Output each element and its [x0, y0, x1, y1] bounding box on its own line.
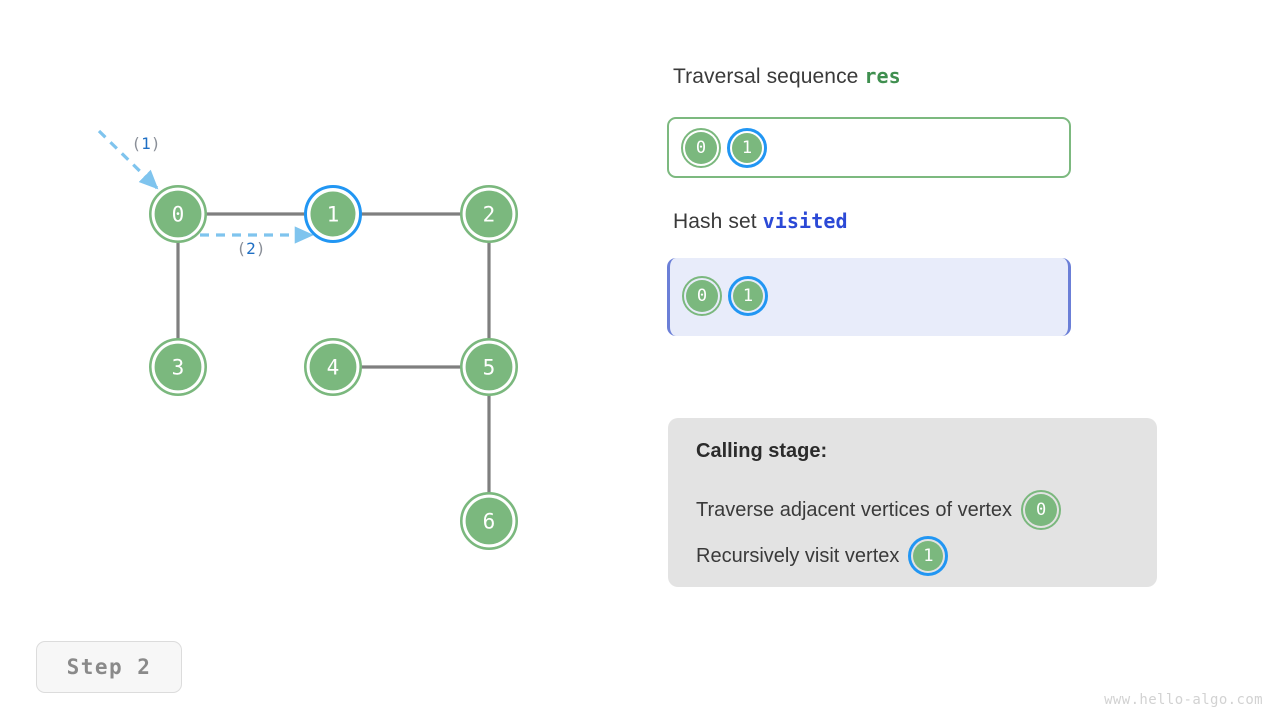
vertex-chip-0: 0	[682, 276, 722, 316]
watermark: www.hello-algo.com	[1104, 692, 1263, 708]
graph-vertex-4[interactable]: 4	[303, 337, 362, 396]
vertex-label: 1	[327, 203, 340, 227]
annotation-arrow-1: (1)	[132, 134, 161, 153]
chip-disc	[686, 280, 718, 312]
chip-ring	[908, 536, 949, 576]
hash-set-title-text: Hash set	[673, 210, 757, 233]
vertex-label: 0	[172, 203, 185, 227]
chip-label: 0	[695, 137, 707, 158]
vertex-gap-ring	[151, 187, 205, 241]
vertex-gap-ring	[462, 187, 516, 241]
vertex-label: 2	[483, 203, 496, 227]
vertex-outer-ring	[459, 337, 518, 396]
chip-disc	[685, 132, 717, 164]
calling-stage-line-1-text: Traverse adjacent vertices of vertex	[696, 498, 1013, 521]
graph-vertex-1[interactable]: 1	[304, 185, 362, 243]
calling-stage-card: Calling stage: Traverse adjacent vertice…	[668, 418, 1157, 587]
chip-ring	[1021, 490, 1062, 530]
vertex-gap-ring	[306, 340, 360, 394]
traversal-sequence-title: Traversal sequence res	[673, 64, 901, 89]
graph-canvas: 0 1 2 3 4 5 6 (1) (2)	[97, 129, 518, 550]
calling-stage-line-2: Recursively visit vertex 1	[696, 536, 949, 576]
chip-disc	[1025, 494, 1058, 526]
vertex-disc	[309, 343, 357, 391]
chip-label: 0	[696, 285, 708, 306]
vertex-gap-ring	[462, 340, 516, 394]
vertex-highlight-ring	[304, 185, 362, 243]
graph-edges	[176, 212, 491, 494]
hash-set-title: Hash set visited	[673, 209, 848, 234]
graph-vertex-6[interactable]: 6	[459, 491, 518, 550]
step-badge-label: Step 2	[66, 655, 152, 679]
calling-stage-vertex-chip-0: 0	[1021, 490, 1062, 530]
vertex-chip-0: 0	[681, 128, 721, 168]
calling-stage-vertex-chip-1: 1	[908, 536, 949, 576]
chip-label: 1	[742, 285, 754, 306]
vertex-outer-ring	[459, 491, 518, 550]
chip-disc	[913, 541, 944, 571]
graph-vertices: 0 1 2 3 4 5 6	[149, 185, 518, 550]
vertex-gap-ring	[151, 340, 205, 394]
vertex-disc	[465, 190, 513, 238]
vertex-disc	[154, 343, 202, 391]
graph-panel: 0 1 2 3 4 5 6 (1) (2)	[0, 0, 640, 620]
vertex-label: 6	[483, 510, 496, 534]
vertex-disc	[465, 497, 513, 545]
chip-disc	[733, 281, 763, 311]
chip-label: 1	[741, 137, 753, 158]
visited-code-token: visited	[762, 209, 848, 233]
vertex-gap-ring	[307, 188, 359, 240]
calling-stage-line-2-text: Recursively visit vertex	[696, 544, 900, 567]
annotation-arrow-2: (2)	[237, 239, 266, 258]
vertex-disc	[154, 190, 202, 238]
graph-dashed-arrows	[97, 129, 314, 244]
vertex-disc	[465, 343, 513, 391]
calling-stage-line-1: Traverse adjacent vertices of vertex 0	[696, 490, 1062, 530]
vertex-disc	[310, 191, 356, 237]
chip-disc	[732, 133, 762, 163]
chip-ring	[682, 276, 722, 316]
graph-vertex-2[interactable]: 2	[459, 185, 518, 244]
graph-annotations: (1) (2)	[132, 134, 266, 258]
vertex-label: 5	[483, 356, 496, 380]
graph-vertex-0[interactable]: 0	[149, 185, 208, 244]
chip-ring	[728, 276, 768, 316]
vertex-outer-ring	[459, 185, 518, 244]
chip-ring	[681, 128, 721, 168]
vertex-outer-ring	[149, 337, 208, 396]
chip-label: 1	[923, 545, 934, 566]
traversal-sequence-title-text: Traversal sequence	[673, 65, 859, 88]
vertex-gap-ring	[462, 494, 516, 548]
res-code-token: res	[864, 64, 901, 88]
chip-ring	[727, 128, 767, 168]
vertex-chip-1: 1	[728, 276, 768, 316]
vertex-label: 3	[172, 356, 185, 380]
vertex-outer-ring	[149, 185, 208, 244]
calling-stage-title: Calling stage:	[696, 440, 828, 462]
graph-vertex-3[interactable]: 3	[149, 337, 208, 396]
vertex-label: 4	[327, 356, 340, 380]
step-badge: Step 2	[36, 641, 182, 693]
vertex-chip-1: 1	[727, 128, 767, 168]
vertex-outer-ring	[303, 337, 362, 396]
chip-label: 0	[1035, 499, 1047, 520]
dashed-arrow-1	[97, 129, 159, 190]
graph-vertex-5[interactable]: 5	[459, 337, 518, 396]
